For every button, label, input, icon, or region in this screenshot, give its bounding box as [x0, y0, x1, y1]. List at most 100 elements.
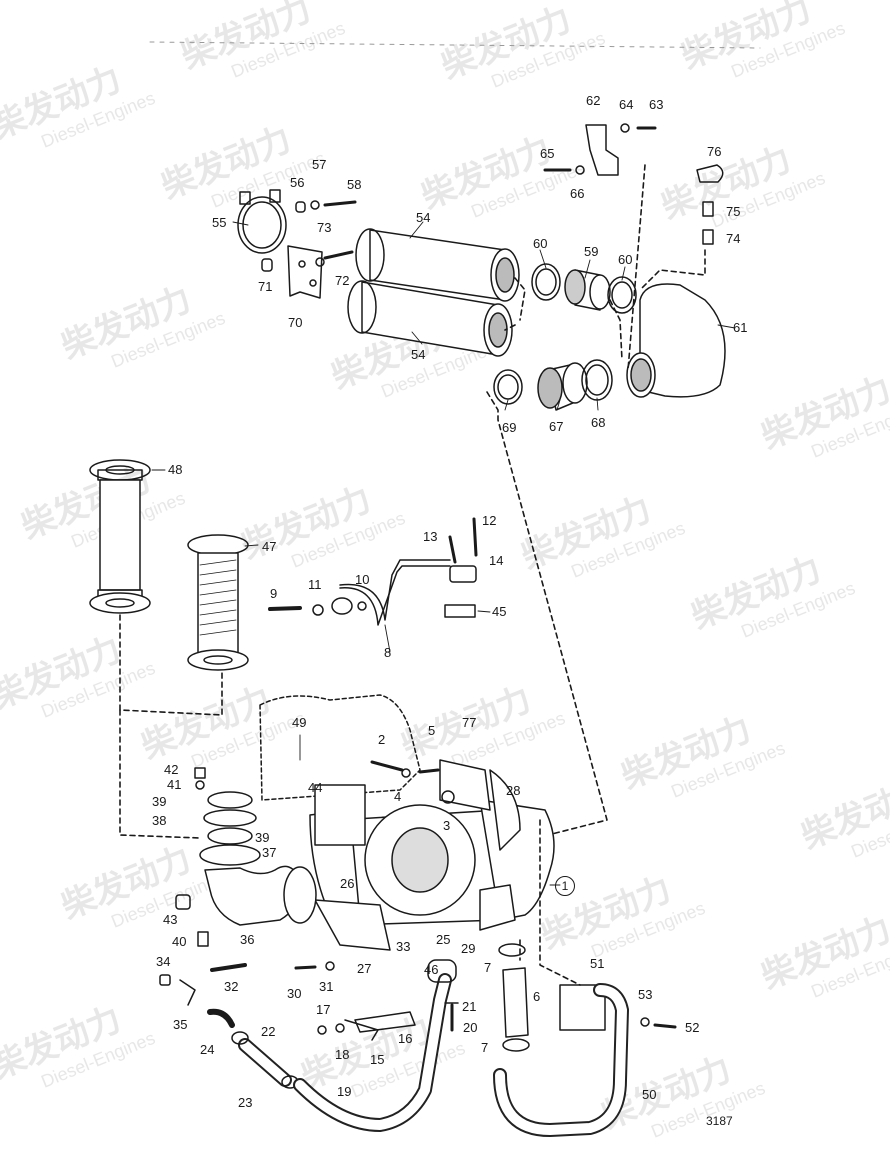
washer-10: [357, 601, 367, 611]
callout-14: 14: [489, 553, 504, 568]
heat-shield-28: [489, 769, 521, 851]
drawing-number: 3187: [706, 1114, 733, 1128]
fitting-75: [702, 201, 714, 217]
washer-53: [640, 1017, 650, 1027]
callout-47: 47: [262, 539, 277, 554]
clamp-55: [237, 189, 287, 254]
washer-11: [312, 604, 324, 616]
gasket-39-upper: [207, 791, 253, 809]
callout-16: 16: [398, 1031, 413, 1046]
bracket-70: [287, 245, 323, 299]
washer-66: [575, 165, 585, 175]
nut-3: [441, 790, 455, 804]
callout-20: 20: [463, 1020, 478, 1035]
bracket-16: [354, 1011, 416, 1033]
callout-11: 11: [308, 577, 322, 592]
callout-2: 2: [378, 732, 386, 747]
flange-38: [203, 809, 257, 827]
connection-lines-upper: [486, 164, 706, 836]
callout-75: 75: [726, 204, 741, 219]
callout-34: 34: [156, 954, 171, 969]
callout-36: 36: [240, 932, 255, 947]
callout-31: 31: [319, 979, 334, 994]
connection-lines-left: [119, 614, 223, 839]
callout-62: 62: [586, 93, 601, 108]
callout-33: 33: [396, 939, 411, 954]
callout-61: 61: [733, 320, 748, 335]
callout-13: 13: [423, 529, 438, 544]
plug-43: [175, 894, 191, 910]
callout-40: 40: [172, 934, 187, 949]
callout-23: 23: [238, 1095, 253, 1110]
callout-18: 18: [335, 1047, 350, 1062]
bolt-30: [294, 965, 317, 970]
callout-8: 8: [384, 645, 392, 660]
callout-9: 9: [270, 586, 278, 601]
callout-73: 73: [317, 220, 332, 235]
clamp-60-right: [607, 276, 637, 314]
bracket-77: [439, 759, 491, 811]
callout-66: 66: [570, 186, 585, 201]
silencer-lower: [347, 280, 513, 357]
callout-69: 69: [502, 420, 517, 435]
callout-77: 77: [462, 715, 477, 730]
clamp-7-lower: [502, 1038, 530, 1052]
hose-6: [502, 967, 529, 1038]
bolt-13: [448, 535, 457, 564]
callout-49: 49: [292, 715, 307, 730]
tab-washer-35: [179, 979, 196, 1006]
flange-51: [559, 984, 606, 1031]
washer-64: [620, 123, 630, 133]
washer-18: [335, 1023, 345, 1033]
gasket-39-lower: [207, 827, 253, 845]
callout-39: 39: [152, 794, 167, 809]
bolt-17: [317, 1025, 327, 1035]
banjo-bolt-9: [268, 606, 302, 611]
callout-55: 55: [212, 215, 227, 230]
callout-22: 22: [261, 1024, 276, 1039]
bolt-58: [323, 200, 357, 207]
callout-70: 70: [288, 315, 303, 330]
callout-52: 52: [685, 1020, 700, 1035]
callout-56: 56: [290, 175, 305, 190]
callout-38: 38: [152, 813, 167, 828]
clamp-69: [493, 369, 523, 405]
callout-53: 53: [638, 987, 653, 1002]
callout-29: 29: [461, 941, 476, 956]
callout-39: 39: [255, 830, 270, 845]
callout-30: 30: [287, 986, 302, 1001]
callout-27: 27: [357, 961, 372, 976]
bolt-72: [323, 250, 354, 260]
clamp-60-left: [531, 263, 561, 301]
border-line: [149, 41, 761, 49]
callout-15: 15: [370, 1052, 385, 1067]
callout-60: 60: [533, 236, 548, 251]
callout-37: 37: [262, 845, 277, 860]
coupling-59: [564, 269, 611, 311]
silencer-upper: [355, 228, 520, 302]
callout-50: 50: [642, 1087, 657, 1102]
callout-59: 59: [584, 244, 599, 259]
stud-32: [210, 963, 247, 972]
callout-54: 54: [411, 347, 426, 362]
clamp-7-upper: [498, 943, 526, 957]
callout-12: 12: [482, 513, 497, 528]
clip-15: [344, 1019, 379, 1041]
stud-2: [370, 760, 404, 772]
fitting-40: [197, 931, 209, 947]
callout-3: 3: [443, 818, 451, 833]
washer-31: [325, 961, 335, 971]
callout-71: 71: [258, 279, 273, 294]
elbow-61: [639, 283, 726, 398]
callout-64: 64: [619, 97, 634, 112]
bolt-5: [418, 768, 440, 774]
callout-51: 51: [590, 956, 605, 971]
callout-24: 24: [200, 1042, 215, 1057]
callout-17: 17: [316, 1002, 331, 1017]
clamp-23a: [231, 1031, 249, 1045]
callout-7: 7: [484, 960, 492, 975]
leader-lines: [151, 221, 736, 886]
hose-24: [207, 1008, 235, 1028]
gasket-45: [444, 604, 476, 618]
